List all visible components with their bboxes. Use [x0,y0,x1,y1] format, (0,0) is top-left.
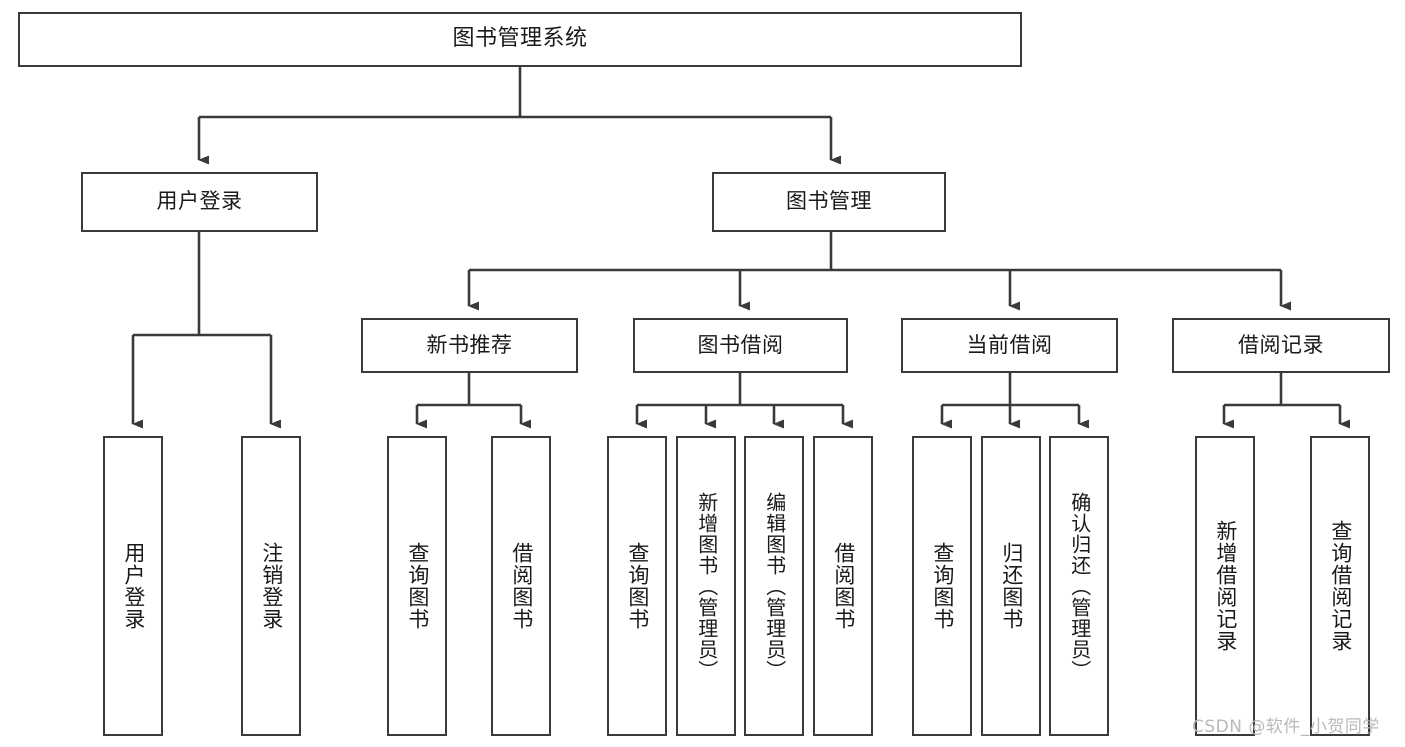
csdn-watermark: CSDN @软件_小贺同学 [1192,717,1380,737]
leaf-record-query[interactable]: 查询借阅记录 [1310,436,1370,736]
node-new-book-recommend-label: 新书推荐 [426,332,513,357]
leaf-label: 用户登录 [121,542,146,630]
leaf-borrow-borrow-book[interactable]: 借阅图书 [813,436,873,736]
leaf-label: 新增图书（管理员） [694,491,719,681]
leaf-record-add[interactable]: 新增借阅记录 [1195,436,1255,736]
node-root-label: 图书管理系统 [452,26,588,52]
leaf-label: 新增借阅记录 [1213,520,1238,652]
node-current-borrow[interactable]: 当前借阅 [901,318,1118,373]
leaf-user-login-login[interactable]: 用户登录 [103,436,163,736]
leaf-borrow-edit-book[interactable]: 编辑图书（管理员） [744,436,804,736]
node-user-login[interactable]: 用户登录 [81,172,318,232]
node-book-borrow[interactable]: 图书借阅 [633,318,848,373]
leaf-label: 借阅图书 [509,542,534,630]
leaf-label: 查询图书 [405,542,430,630]
leaf-borrow-query-book[interactable]: 查询图书 [607,436,667,736]
leaf-current-return-book[interactable]: 归还图书 [981,436,1041,736]
leaf-new-book-query[interactable]: 查询图书 [387,436,447,736]
leaf-label: 注销登录 [259,542,284,630]
leaf-label: 借阅图书 [831,542,856,630]
leaf-current-confirm-return[interactable]: 确认归还（管理员） [1049,436,1109,736]
leaf-label: 查询图书 [930,542,955,630]
node-book-borrow-label: 图书借阅 [697,332,784,357]
leaf-label: 归还图书 [999,542,1024,630]
node-borrow-record[interactable]: 借阅记录 [1172,318,1390,373]
node-root[interactable]: 图书管理系统 [18,12,1022,67]
node-new-book-recommend[interactable]: 新书推荐 [361,318,578,373]
leaf-label: 确认归还（管理员） [1067,491,1092,681]
leaf-label: 查询图书 [625,542,650,630]
node-book-management[interactable]: 图书管理 [712,172,946,232]
node-current-borrow-label: 当前借阅 [966,332,1053,357]
node-user-login-label: 用户登录 [156,189,243,214]
leaf-borrow-add-book[interactable]: 新增图书（管理员） [676,436,736,736]
leaf-label: 编辑图书（管理员） [762,491,787,681]
leaf-current-query-book[interactable]: 查询图书 [912,436,972,736]
leaf-new-book-borrow[interactable]: 借阅图书 [491,436,551,736]
leaf-label: 查询借阅记录 [1328,520,1353,652]
node-borrow-record-label: 借阅记录 [1238,332,1324,357]
leaf-user-login-logout[interactable]: 注销登录 [241,436,301,736]
node-book-management-label: 图书管理 [786,189,872,214]
